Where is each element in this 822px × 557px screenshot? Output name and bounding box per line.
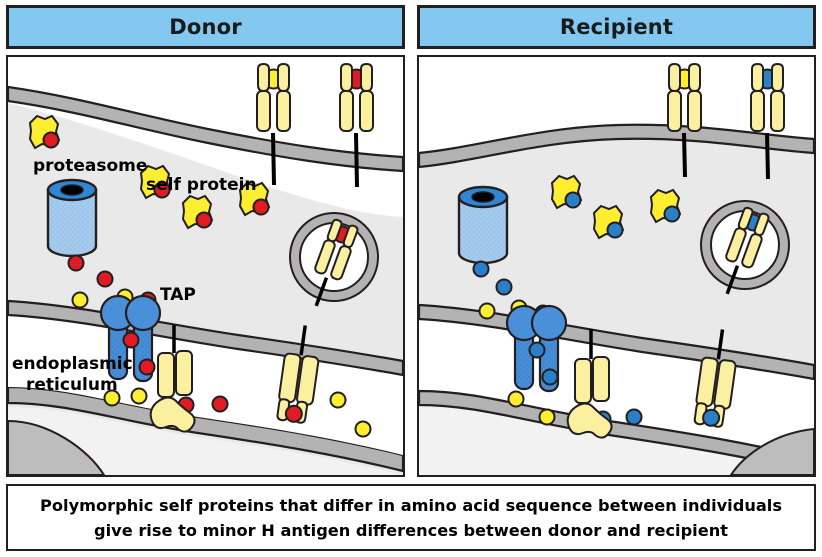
proteasome-icon bbox=[457, 185, 509, 265]
panel-header-recipient: Recipient bbox=[417, 5, 816, 49]
er-peptide bbox=[130, 387, 148, 405]
chaperone-shape bbox=[566, 402, 613, 439]
er-mhc-bound-peptide bbox=[702, 408, 721, 427]
er-mhc-assembly-1 bbox=[566, 329, 613, 439]
lower-lumen bbox=[8, 407, 403, 475]
tap-label: TAP bbox=[160, 285, 196, 305]
lower-lumen bbox=[419, 403, 814, 475]
er-mhc-bound-peptide bbox=[284, 404, 303, 423]
self-protein-3 bbox=[649, 188, 682, 224]
tap-peptide bbox=[122, 331, 140, 349]
er-peptide bbox=[138, 358, 156, 376]
er-peptide bbox=[507, 390, 525, 408]
er-mhc-assembly-2 bbox=[693, 329, 737, 428]
panel-title-donor: Donor bbox=[169, 15, 242, 39]
tap-peptide bbox=[528, 341, 546, 359]
plasma-membrane-upper bbox=[8, 85, 403, 173]
surface-mhc-2 bbox=[339, 62, 374, 188]
surface-mhc-1 bbox=[667, 62, 702, 178]
er-peptide bbox=[103, 389, 121, 407]
panel-recipient: Recipient bbox=[411, 0, 822, 482]
self-protein-3 bbox=[181, 194, 214, 230]
self-protein-2 bbox=[592, 204, 625, 240]
transport-vesicle bbox=[700, 200, 790, 295]
er-peptide bbox=[329, 391, 347, 409]
self-protein-2 bbox=[139, 164, 172, 200]
self-protein-4 bbox=[238, 181, 271, 217]
er-peptide bbox=[211, 395, 229, 413]
panel-donor: Donor bbox=[0, 0, 411, 482]
er-label-line2: reticulum bbox=[26, 375, 118, 395]
er-peptide bbox=[541, 368, 559, 386]
self-protein-label: self protein bbox=[146, 175, 257, 195]
panel-title-recipient: Recipient bbox=[559, 15, 674, 39]
er-mhc-assembly-2 bbox=[276, 325, 320, 424]
er-peptide bbox=[354, 420, 372, 438]
plasma-membrane-upper bbox=[419, 123, 814, 169]
proteasome-label: proteasome bbox=[33, 156, 147, 176]
free-peptide bbox=[495, 278, 513, 296]
self-protein-1 bbox=[28, 114, 61, 150]
surface-mhc-1 bbox=[256, 62, 291, 186]
er-peptide bbox=[625, 408, 643, 426]
figure-caption: Polymorphic self proteins that differ in… bbox=[6, 484, 816, 551]
recipient-cell-diagram bbox=[419, 62, 814, 475]
caption-line-2: give rise to minor H antigen differences… bbox=[94, 520, 728, 540]
lower-right-organelle bbox=[729, 427, 814, 475]
tap-transporter bbox=[99, 294, 162, 383]
free-peptide bbox=[472, 260, 490, 278]
panel-body-donor: proteasome self protein TAP endoplasmic … bbox=[6, 55, 405, 477]
panels-container: Donor bbox=[0, 0, 822, 482]
free-peptide bbox=[71, 291, 89, 309]
panel-header-donor: Donor bbox=[6, 5, 405, 49]
free-peptide bbox=[96, 270, 114, 288]
er-label-line1: endoplasmic bbox=[12, 354, 133, 374]
free-peptide bbox=[67, 254, 85, 272]
lower-left-organelle bbox=[8, 419, 106, 475]
chaperone-shape bbox=[149, 396, 196, 433]
er-mhc-assembly-1 bbox=[149, 325, 196, 433]
caption-line-1: Polymorphic self proteins that differ in… bbox=[40, 495, 782, 515]
self-protein-1 bbox=[550, 174, 583, 210]
surface-mhc-2 bbox=[750, 62, 785, 180]
free-peptide bbox=[478, 302, 496, 320]
panel-body-recipient bbox=[417, 55, 816, 477]
proteasome-icon bbox=[46, 178, 98, 258]
donor-cell-diagram: proteasome self protein TAP endoplasmic … bbox=[8, 62, 403, 475]
transport-vesicle bbox=[289, 212, 379, 307]
er-peptide bbox=[538, 408, 556, 426]
